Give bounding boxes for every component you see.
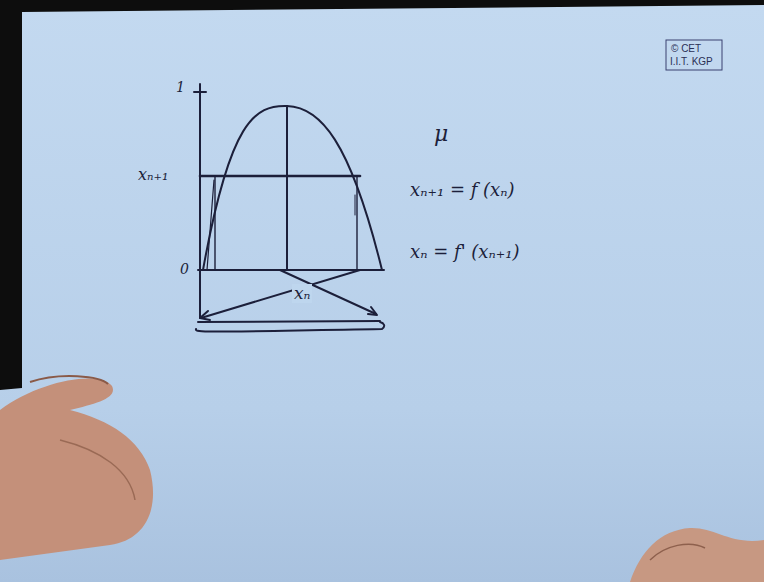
paper-sheet <box>0 5 764 582</box>
axis-value: 1 <box>176 80 185 95</box>
drop-line <box>207 180 214 270</box>
drop-line <box>355 195 356 215</box>
level-line <box>200 175 360 178</box>
peak-line <box>286 106 288 270</box>
hand-right <box>630 528 764 582</box>
arrow-head <box>368 307 377 315</box>
mapping-line <box>280 270 376 314</box>
bracket-line <box>198 321 380 322</box>
map-equation: xₙ₊₁ = f (xₙ) <box>410 180 515 200</box>
axis-label: xₙ₊₁ <box>138 166 168 184</box>
tick-one <box>194 91 206 93</box>
bracket-line <box>196 322 384 332</box>
watermark-text: I.I.T. KGP <box>670 56 713 67</box>
map-sketch <box>194 84 384 332</box>
map-equation: xₙ = f' (xₙ₊₁) <box>410 242 520 262</box>
parabola <box>203 106 382 270</box>
watermark-text: © CET <box>671 43 701 54</box>
axis-label: xₙ <box>292 284 312 303</box>
watermark-frame <box>666 40 722 70</box>
hand-left <box>0 376 153 560</box>
drop-line <box>214 176 215 270</box>
arrow-head <box>200 311 210 320</box>
axis-value: 0 <box>180 262 189 277</box>
drop-line <box>356 176 357 270</box>
y-axis <box>199 84 201 318</box>
mapping-line <box>201 270 360 318</box>
parameter-symbol: μ <box>434 122 448 146</box>
